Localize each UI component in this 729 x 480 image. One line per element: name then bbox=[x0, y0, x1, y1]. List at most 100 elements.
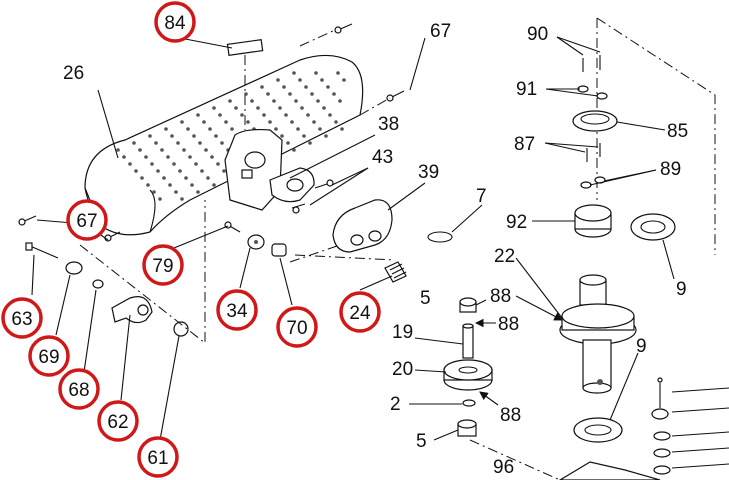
perforation-hole bbox=[322, 106, 326, 110]
label-38: 38 bbox=[378, 114, 399, 135]
perforation-hole bbox=[212, 106, 216, 110]
perforation-hole bbox=[292, 148, 296, 152]
callout-67: 67 bbox=[66, 199, 108, 241]
label-88-a: 88 bbox=[490, 286, 511, 307]
perforation-hole bbox=[222, 169, 226, 173]
perforation-hole bbox=[314, 71, 318, 75]
label-2: 2 bbox=[390, 394, 401, 415]
label-88-b: 88 bbox=[498, 314, 519, 335]
gear-20-part bbox=[443, 359, 493, 391]
end-bracket-part bbox=[224, 128, 283, 211]
bushing-5-upper-part bbox=[459, 297, 477, 313]
label-7: 7 bbox=[476, 186, 487, 207]
label-9-lower: 9 bbox=[636, 336, 647, 357]
bearing-9-part bbox=[630, 213, 676, 241]
perforation-hole bbox=[320, 78, 324, 82]
perforation-hole bbox=[172, 162, 176, 166]
pinion-19-part bbox=[462, 323, 474, 359]
perforation-hole bbox=[192, 134, 196, 138]
perforation-hole bbox=[288, 92, 292, 96]
callout-63: 63 bbox=[1, 297, 43, 339]
perforation-hole bbox=[214, 134, 218, 138]
perforation-hole bbox=[128, 162, 132, 166]
perforation-hole bbox=[286, 141, 290, 145]
label-67-top: 67 bbox=[430, 21, 451, 42]
svg-text:70: 70 bbox=[286, 318, 307, 339]
cup-housing-part bbox=[332, 199, 393, 253]
callout-84: 84 bbox=[154, 1, 196, 43]
label-22: 22 bbox=[494, 246, 515, 267]
svg-text:79: 79 bbox=[152, 256, 173, 277]
perforation-hole bbox=[122, 155, 126, 159]
label-88-c: 88 bbox=[500, 405, 521, 426]
perforation-hole bbox=[202, 120, 206, 124]
perforation-hole bbox=[324, 134, 328, 138]
perforation-hole bbox=[212, 183, 216, 187]
ring-2-part bbox=[462, 399, 476, 407]
label-19: 19 bbox=[392, 322, 413, 343]
bearing-9-lower-part bbox=[573, 417, 623, 443]
perforation-hole bbox=[328, 113, 332, 117]
perforation-hole bbox=[272, 99, 276, 103]
callout-61: 61 bbox=[137, 436, 179, 478]
oring-7-part bbox=[427, 231, 453, 243]
perforation-hole bbox=[292, 71, 296, 75]
perforation-hole bbox=[140, 176, 144, 180]
label-9-upper: 9 bbox=[676, 279, 687, 300]
perforation-hole bbox=[190, 183, 194, 187]
perforation-hole bbox=[194, 162, 198, 166]
perforation-hole bbox=[180, 197, 184, 201]
perforation-hole bbox=[156, 169, 160, 173]
perforation-hole bbox=[302, 134, 306, 138]
callout-68: 68 bbox=[58, 368, 100, 410]
perforation-hole bbox=[170, 134, 174, 138]
bolt-63-part bbox=[25, 242, 33, 251]
perforation-hole bbox=[146, 183, 150, 187]
svg-text:67: 67 bbox=[76, 211, 97, 232]
callout-79: 79 bbox=[142, 244, 184, 286]
label-26: 26 bbox=[63, 63, 84, 84]
perforation-hole bbox=[240, 113, 244, 117]
perforation-hole bbox=[326, 85, 330, 89]
label-96: 96 bbox=[493, 457, 514, 478]
svg-text:69: 69 bbox=[38, 347, 59, 368]
svg-text:24: 24 bbox=[349, 303, 371, 324]
perforation-hole bbox=[280, 134, 284, 138]
ring-61-part bbox=[173, 321, 189, 337]
bracket-62-part bbox=[111, 296, 153, 324]
svg-text:34: 34 bbox=[226, 301, 248, 322]
perforation-hole bbox=[316, 99, 320, 103]
perforation-hole bbox=[210, 155, 214, 159]
perforation-hole bbox=[340, 127, 344, 131]
perforation-hole bbox=[168, 183, 172, 187]
perforation-hole bbox=[338, 99, 342, 103]
bushing-5-lower-part bbox=[457, 419, 477, 437]
callout-69: 69 bbox=[28, 335, 70, 377]
label-5-upper: 5 bbox=[420, 288, 431, 309]
perforation-hole bbox=[224, 120, 228, 124]
perforation-hole bbox=[200, 169, 204, 173]
perforation-hole bbox=[220, 141, 224, 145]
callout-70: 70 bbox=[276, 306, 318, 348]
perforation-hole bbox=[304, 85, 308, 89]
perforation-hole bbox=[196, 113, 200, 117]
perforation-hole bbox=[204, 148, 208, 152]
callout-34: 34 bbox=[216, 289, 258, 331]
svg-text:84: 84 bbox=[164, 13, 186, 34]
perforation-hole bbox=[336, 71, 340, 75]
perforation-hole bbox=[162, 176, 166, 180]
bushing-70-part bbox=[271, 243, 287, 257]
perforation-hole bbox=[274, 127, 278, 131]
housing-92-part bbox=[574, 204, 612, 238]
perforation-hole bbox=[296, 127, 300, 131]
callout-24: 24 bbox=[339, 291, 381, 333]
label-5-lower: 5 bbox=[416, 431, 427, 452]
perforation-hole bbox=[282, 85, 286, 89]
perforation-hole bbox=[312, 120, 316, 124]
perforation-hole bbox=[152, 190, 156, 194]
perforation-hole bbox=[174, 190, 178, 194]
perforation-hole bbox=[230, 127, 234, 131]
perforation-hole bbox=[188, 155, 192, 159]
perforation-hole bbox=[186, 127, 190, 131]
spring-24-part bbox=[384, 261, 407, 283]
